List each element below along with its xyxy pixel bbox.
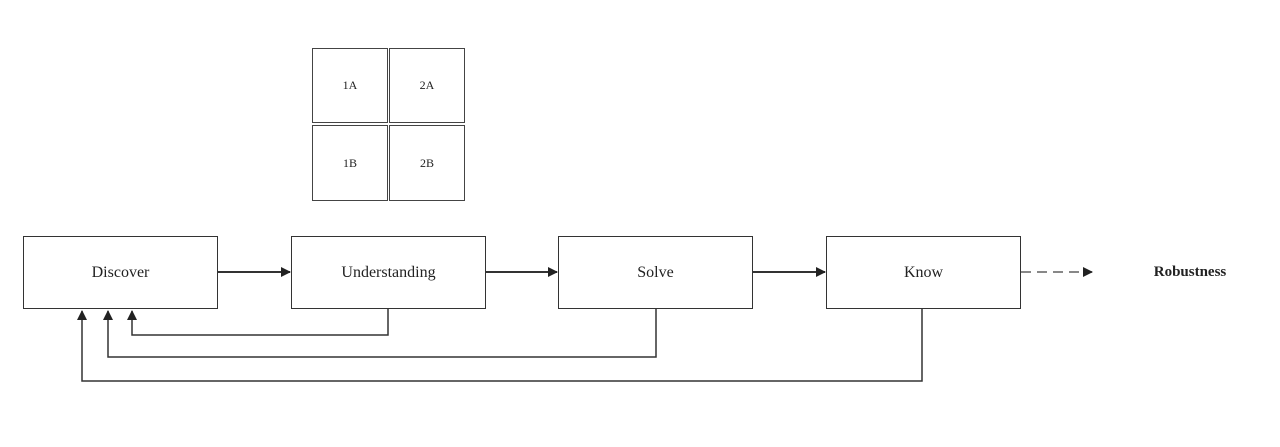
matrix-cell-2b: 2B: [389, 125, 465, 201]
feedback-solve-to-discover: [103, 309, 657, 358]
matrix-cell-label: 2B: [419, 155, 434, 170]
outcome-label: Robustness: [1153, 263, 1227, 280]
feedback-understanding-to-discover: [127, 309, 389, 336]
stage-label: Solve: [637, 263, 674, 281]
stage-understanding: Understanding: [291, 236, 486, 309]
stage-know: Know: [826, 236, 1021, 309]
feedback-know-to-discover: [77, 309, 923, 382]
stage-discover: Discover: [23, 236, 218, 309]
outcome-robustness: Robustness: [1130, 258, 1250, 286]
matrix-cell-1b: 1B: [312, 125, 388, 201]
stage-label: Discover: [91, 263, 150, 281]
matrix-cell-label: 1A: [342, 78, 358, 92]
stage-label: Understanding: [341, 263, 436, 281]
matrix-cell-label: 2A: [419, 78, 435, 92]
matrix-cell-1a: 1A: [312, 48, 388, 123]
stage-solve: Solve: [558, 236, 753, 309]
matrix-cell-2a: 2A: [389, 48, 465, 123]
stage-label: Know: [903, 263, 944, 281]
matrix-cell-label: 1B: [342, 155, 357, 170]
